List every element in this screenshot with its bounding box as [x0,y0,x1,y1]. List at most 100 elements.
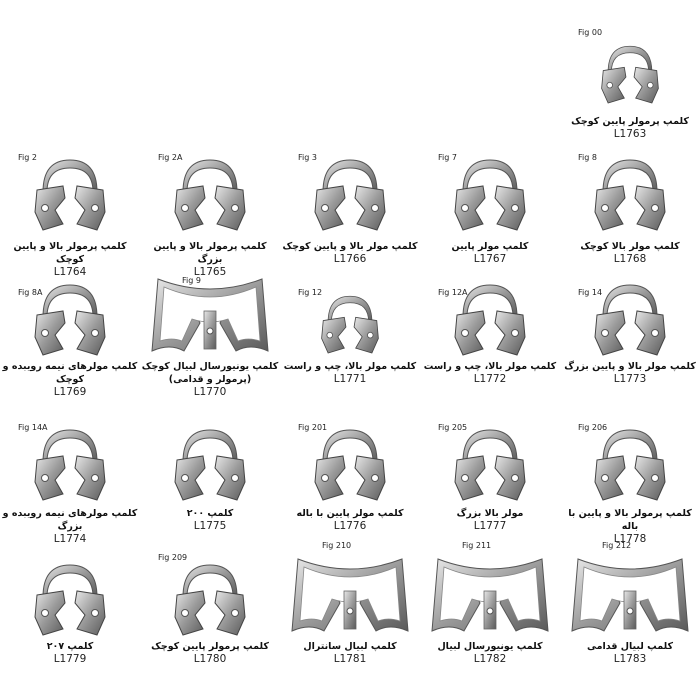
clamp-caption: کلمپ یونیورسال لبیال L1782 [420,640,560,666]
rubber-dam-clamp-image [33,557,108,643]
clamp-item: کلمپ ۲۰۰ L1775 [140,415,280,547]
clamp-caption: کلمپ مولرهای نیمه رویبده و کوچک L1769 [0,360,140,399]
clamp-item: Fig 211 کلمپ یونیورسال لبیال L1782 [420,541,560,680]
rubber-dam-clamp-image [570,551,690,643]
figure-label: Fig 14 [578,288,603,297]
figure-label: Fig 2 [18,153,37,162]
product-code: L1769 [53,386,87,398]
figure-label: Fig 12A [438,288,468,297]
product-code: L1768 [613,253,647,265]
figure-label: Fig 00 [578,28,603,37]
rubber-dam-clamp-image [593,152,668,238]
clamp-caption: کلمپ لبیال قدامی L1783 [560,640,700,666]
figure-label: Fig 206 [578,423,608,432]
clamp-item: Fig 7 کلمپ مولر پایین L1767 [420,145,560,280]
clamp-name: کلمپ مولرهای نیمه رویبده و بزرگ [2,508,138,532]
clamp-name: کلمپ مولر بالا، چپ و راست [423,361,557,372]
figure-label: Fig 201 [298,423,328,432]
rubber-dam-clamp-image [290,551,410,643]
clamp-caption: کلمپ مولر پایین با باله L1776 [280,507,420,533]
rubber-dam-clamp-image [150,271,270,363]
clamp-name: کلمپ ۲۰۷ [46,641,94,652]
clamp-item: کلمپ ۲۰۷ L1779 [0,545,140,680]
clamp-caption: کلمپ مولر بالا و پایین کوچک L1766 [280,240,420,266]
clamp-name: کلمپ پرمولر بالا و پایین با باله [568,508,692,532]
clamp-caption: کلمپ لبیال سانترال L1781 [280,640,420,666]
rubber-dam-clamp-image [173,422,248,508]
product-code: L1782 [473,653,507,665]
figure-label: Fig 8 [578,153,597,162]
rubber-dam-clamp-image [453,422,528,508]
rubber-dam-clamp-image [453,152,528,238]
product-code: L1780 [193,653,227,665]
clamp-name: کلمپ مولر بالا، چپ و راست [283,361,417,372]
clamp-name: کلمپ مولر پایین [451,241,529,252]
rubber-dam-clamp-image [600,37,660,113]
figure-label: Fig 14A [18,423,48,432]
clamp-item: Fig 212 کلمپ لبیال قدامی L1783 [560,541,700,680]
figure-label: Fig 212 [602,541,632,550]
clamp-item: Fig 209 کلمپ پرمولر پایین کوچک L1780 [140,545,280,680]
clamp-name: کلمپ پرمولر پایین کوچک [151,641,269,652]
product-code: L1764 [53,266,87,278]
product-code: L1779 [53,653,87,665]
clamp-item: Fig 9 کلمپ یونیورسال لبیال کوچک (پرمولر … [140,276,280,400]
clamp-name: کلمپ پرمولر بالا و پایین بزرگ [153,241,267,265]
rubber-dam-clamp-image [313,422,388,508]
figure-label: Fig 9 [182,276,201,285]
rubber-dam-clamp-image [173,557,248,643]
rubber-dam-clamp-image [593,422,668,508]
clamp-caption: کلمپ مولر بالا کوچک L1768 [560,240,700,266]
clamp-item: Fig 2 کلمپ پرمولر بالا و پایین کوچک L176… [0,145,140,280]
clamp-name: کلمپ مولر بالا و پایین کوچک [282,241,418,252]
figure-label: Fig 211 [462,541,492,550]
clamp-caption: کلمپ مولرهای نیمه رویبده و بزرگ L1774 [0,507,140,546]
product-code: L1763 [613,128,647,140]
clamp-name: کلمپ ۲۰۰ [186,508,234,519]
clamp-item: Fig 00 کلمپ پرمولر پایین کوچک L1763 [560,20,700,155]
figure-label: Fig 7 [438,153,457,162]
clamp-caption: کلمپ مولر پایین L1767 [420,240,560,266]
clamp-item: Fig 8A کلمپ مولرهای نیمه رویبده و کوچک L… [0,280,140,400]
clamp-item: Fig 3 کلمپ مولر بالا و پایین کوچک L1766 [280,145,420,280]
clamp-item: Fig 14A کلمپ مولرهای نیمه رویبده و بزرگ … [0,415,140,547]
product-code: L1771 [333,373,367,385]
figure-label: Fig 209 [158,553,188,562]
clamp-caption: کلمپ مولر بالا، چپ و راست L1772 [420,360,560,386]
clamp-caption: کلمپ پرمولر بالا و پایین با باله L1778 [560,507,700,546]
clamp-caption: کلمپ پرمولر بالا و پایین کوچک L1764 [0,240,140,279]
rubber-dam-clamp-image [430,551,550,643]
rubber-dam-clamp-image [173,152,248,238]
clamp-item: Fig 210 کلمپ لبیال سانترال L1781 [280,541,420,680]
clamp-caption: مولر بالا بزرگ L1777 [420,507,560,533]
product-code: L1783 [613,653,647,665]
figure-label: Fig 12 [298,288,323,297]
product-code: L1774 [53,533,87,545]
clamp-name: کلمپ مولر پایین با باله [296,508,404,519]
figure-label: Fig 2A [158,153,183,162]
clamp-caption: کلمپ یونیورسال لبیال کوچک (پرمولر و قدام… [140,360,280,399]
clamp-caption: کلمپ ۲۰۰ L1775 [140,507,280,533]
clamp-name: کلمپ یونیورسال لبیال [437,641,543,652]
clamp-item: Fig 14 کلمپ مولر بالا و پایین بزرگ L1773 [560,280,700,400]
clamp-item: Fig 206 کلمپ پرمولر بالا و پایین با باله… [560,415,700,547]
clamp-name: کلمپ مولر بالا و پایین بزرگ [564,361,696,372]
product-code: L1770 [193,386,227,398]
product-code: L1766 [333,253,367,265]
clamp-caption: کلمپ پرمولر پایین کوچک L1780 [140,640,280,666]
clamp-item: Fig 201 کلمپ مولر پایین با باله L1776 [280,415,420,547]
clamp-item: Fig 205 مولر بالا بزرگ L1777 [420,415,560,547]
clamp-caption: کلمپ مولر بالا، چپ و راست L1771 [280,360,420,386]
rubber-dam-clamp-image [33,152,108,238]
figure-label: Fig 3 [298,153,317,162]
rubber-dam-clamp-image [320,287,380,363]
clamp-name: کلمپ مولرهای نیمه رویبده و کوچک [2,361,138,385]
product-code: L1767 [473,253,507,265]
product-code: L1773 [613,373,647,385]
clamp-caption: کلمپ ۲۰۷ L1779 [0,640,140,666]
clamp-item: Fig 12A کلمپ مولر بالا، چپ و راست L1772 [420,280,560,400]
clamp-caption: کلمپ مولر بالا و پایین بزرگ L1773 [560,360,700,386]
figure-label: Fig 210 [322,541,352,550]
clamp-name: کلمپ مولر بالا کوچک [580,241,680,252]
product-code: L1776 [333,520,367,532]
